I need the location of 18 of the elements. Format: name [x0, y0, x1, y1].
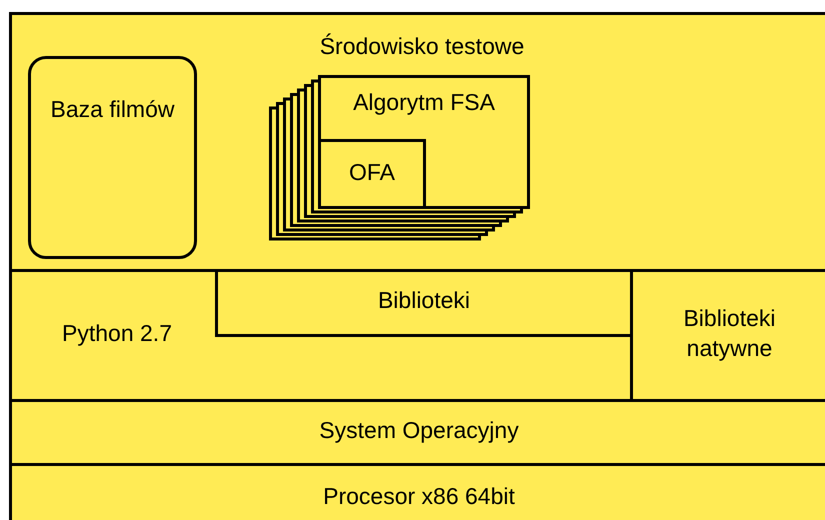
node-label: Środowisko testowe [318, 32, 526, 61]
component-box [215, 269, 633, 337]
node-label: Baza filmów [50, 95, 176, 124]
layer-band [9, 12, 825, 272]
node-label: OFA [348, 158, 396, 187]
component-box [9, 269, 633, 402]
rounded-box [28, 56, 197, 259]
node-label: Procesor x86 64bit [322, 482, 516, 511]
node-label: System Operacyjny [318, 416, 520, 445]
node-label: Biblioteki [376, 286, 472, 315]
component-box [9, 399, 825, 466]
node-label: Python 2.7 [61, 319, 173, 348]
node-label: Biblioteki natywne [682, 304, 777, 363]
component-box [318, 139, 426, 209]
node-label: Algorytm FSA [352, 88, 496, 117]
component-box [9, 463, 825, 520]
component-box [630, 269, 825, 402]
component-box [318, 75, 530, 209]
